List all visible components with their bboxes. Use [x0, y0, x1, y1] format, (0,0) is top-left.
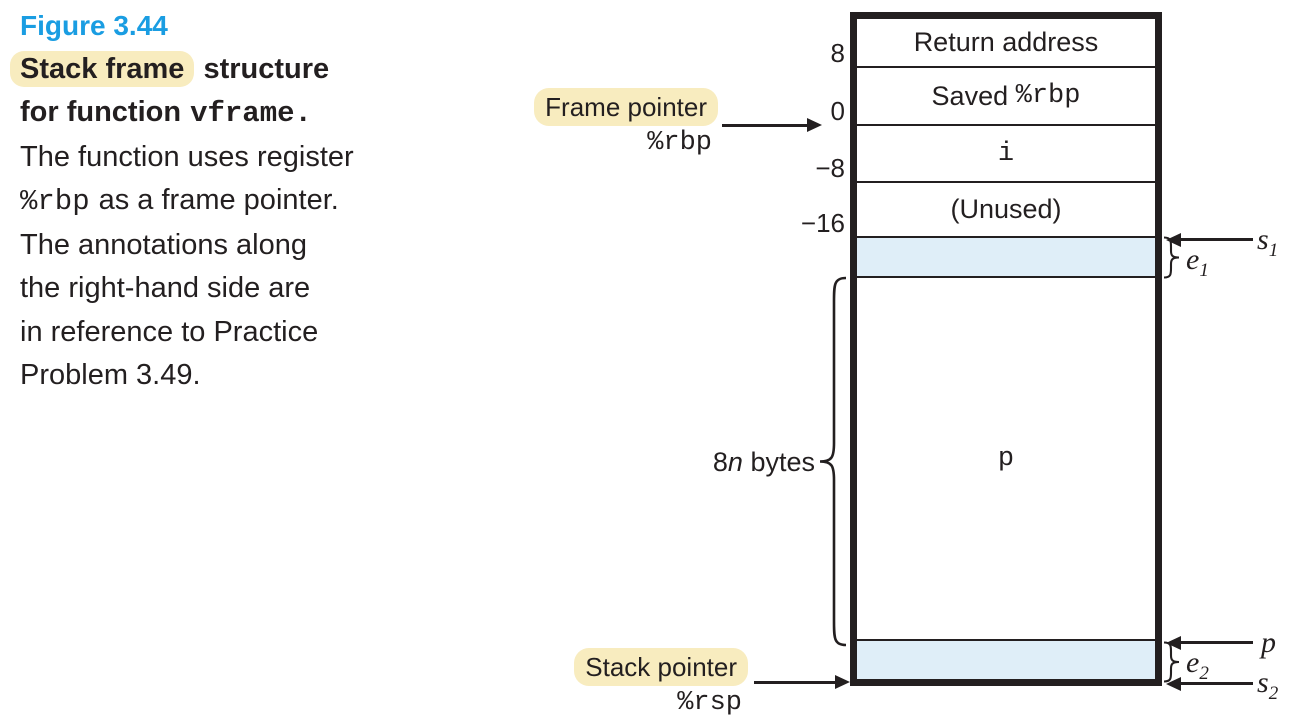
stack-cell-e2-shaded — [857, 641, 1155, 679]
caption-body-line6: Problem 3.49. — [20, 359, 201, 391]
size-var-n: n — [727, 447, 743, 477]
caption-register-code: %rbp — [20, 185, 90, 218]
p-label: p — [1261, 626, 1276, 659]
caption-title-rest: structure — [203, 52, 330, 85]
caption-function-name: vframe. — [190, 97, 312, 130]
p-arrow — [1181, 641, 1253, 644]
stack-pointer-arrowhead-icon — [835, 675, 850, 689]
stack-pointer-label-group: Stack pointer %rsp — [460, 648, 748, 719]
e2-label: e2 — [1186, 646, 1209, 685]
e1-label: e1 — [1186, 243, 1209, 282]
frame-pointer-register: %rbp — [647, 128, 712, 158]
size-annotation: 8n bytes — [712, 447, 815, 477]
stack-cell-i: i — [857, 126, 1155, 183]
frame-pointer-arrowhead-icon — [807, 118, 822, 132]
s2-arrowhead-icon — [1166, 677, 1181, 691]
stack-pointer-label: Stack pointer — [574, 648, 748, 686]
s2-label: s2 — [1257, 666, 1279, 705]
e2-brace-icon — [1163, 641, 1180, 683]
stack-cell-return-address: Return address — [857, 19, 1155, 68]
saved-rbp-code: %rbp — [1015, 81, 1081, 111]
stack-cell-unused: (Unused) — [857, 183, 1155, 238]
offset-0: 0 — [830, 96, 845, 126]
caption-title-line2-text: for function — [20, 96, 182, 128]
stack-pointer-arrow — [754, 681, 836, 684]
stack-frame-diagram: Return address Saved %rbp i (Unused) p — [850, 12, 1162, 686]
caption-body-line3: The annotations along — [20, 228, 307, 261]
highlighted-term: Stack frame — [10, 50, 195, 87]
caption-body-line4: the right-hand side are — [20, 272, 311, 304]
s1-arrow — [1181, 238, 1253, 241]
offset-m16: −16 — [800, 208, 845, 238]
offset-m8: −8 — [815, 153, 845, 183]
stack-cell-p: p — [857, 278, 1155, 641]
caption-body-line1: The function uses register — [20, 140, 354, 173]
caption-body-line5: in reference to Practice — [20, 315, 319, 348]
stack-pointer-register: %rsp — [677, 688, 742, 718]
s2-arrow — [1181, 682, 1253, 685]
left-brace-icon — [819, 276, 847, 647]
s1-label: s1 — [1257, 223, 1279, 262]
figure-number: Figure 3.44 — [20, 10, 168, 41]
e1-brace-icon — [1163, 236, 1180, 279]
stack-cell-e1-shaded — [857, 238, 1155, 278]
stack-cell-saved-rbp: Saved %rbp — [857, 68, 1155, 126]
frame-pointer-label: Frame pointer — [534, 88, 718, 126]
frame-pointer-label-group: Frame pointer %rbp — [430, 88, 718, 159]
frame-pointer-arrow — [722, 124, 808, 127]
s1-arrowhead-icon — [1166, 233, 1181, 247]
offset-8: 8 — [830, 38, 845, 68]
caption-body-line2-rest: as a frame pointer. — [98, 184, 339, 216]
